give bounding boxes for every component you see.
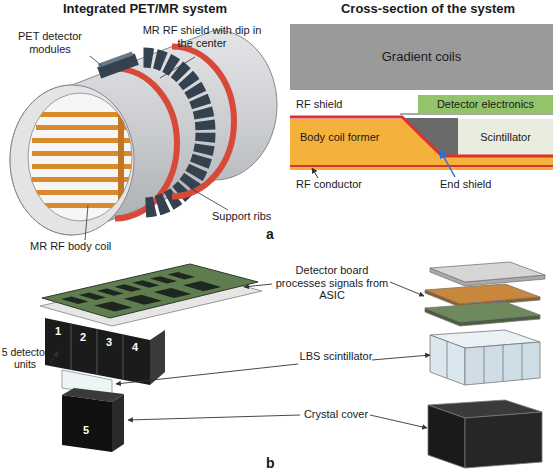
- panel-heading: Integrated PET/MR system: [30, 2, 260, 17]
- asic-board-edge: [425, 308, 540, 326]
- node-outline: [290, 119, 553, 169]
- callout-number: 5: [80, 424, 92, 437]
- node-text: Detector electronics: [437, 98, 534, 110]
- leader-line: [190, 188, 228, 210]
- coil-rung: [40, 203, 130, 208]
- chip: [132, 280, 159, 287]
- part-label: Support ribs: [212, 210, 292, 223]
- part-label: MR RF body coil: [30, 240, 150, 253]
- callout-number: 1: [52, 325, 64, 338]
- part-label: RF shield: [296, 98, 376, 111]
- rf-conductor-line: [290, 168, 553, 170]
- detector-ring: [144, 58, 206, 208]
- panel-heading: Cross-section of the system: [318, 2, 538, 17]
- cylinder-body: [10, 30, 277, 235]
- bore-inner: [28, 93, 132, 221]
- pointer-arrow: [440, 150, 455, 177]
- electronics-line: [400, 114, 553, 115]
- leader-lines: [85, 56, 228, 240]
- cover-front: [428, 405, 465, 468]
- pet-detector-module: [96, 51, 139, 79]
- panel-letter: b: [266, 455, 280, 471]
- leader-line: [85, 205, 88, 240]
- body-coil-rungs: [32, 90, 132, 230]
- part-label: End shield: [440, 178, 530, 191]
- electronics-band: Detector electronics: [418, 95, 553, 113]
- top-plate: [430, 262, 545, 282]
- unit-divider: [123, 334, 124, 380]
- rf-conductor-line: [290, 165, 553, 167]
- support-rib: [172, 47, 234, 197]
- callout-number: 2: [77, 331, 89, 344]
- crystal-grid: [522, 343, 523, 380]
- rf-shield-line: [290, 117, 553, 156]
- coil-rung: [32, 164, 132, 169]
- detector-units-side: [150, 330, 165, 385]
- coil-rung: [40, 112, 130, 117]
- unit-divider: [71, 323, 72, 370]
- part-label: RF conductor: [296, 178, 386, 191]
- crystal-cover-side: [112, 394, 124, 452]
- mr-scanner-cylinder: [10, 30, 277, 235]
- chip: [97, 288, 124, 295]
- coil-rung: [36, 190, 132, 195]
- detector-module-assembled: [40, 264, 262, 452]
- pointer-arrow: [390, 282, 424, 296]
- node-text: Body coil former: [300, 131, 379, 143]
- crystal-array-front: [430, 335, 465, 385]
- node-text: Gradient coils: [382, 50, 461, 64]
- pointer-arrow: [370, 415, 427, 428]
- pointer-arrow: [244, 284, 272, 287]
- scintillator-box: Scintillator: [458, 119, 553, 155]
- part-label: Crystal cover: [298, 408, 374, 421]
- coil-rung: [32, 138, 132, 143]
- chip: [124, 295, 162, 305]
- bore-opening: [10, 85, 134, 235]
- chip: [114, 284, 141, 291]
- pointer-arrow: [372, 355, 430, 360]
- detector-units-front: [45, 318, 150, 385]
- detector-module-exploded: [425, 262, 545, 468]
- coil-rung: [32, 151, 132, 156]
- leader-line: [160, 57, 195, 78]
- chip: [153, 288, 191, 298]
- crystal-cover-front: [62, 395, 112, 452]
- node-text: Scintillator: [480, 131, 531, 143]
- pointer-arrow: [116, 364, 298, 384]
- cover-side: [465, 412, 542, 468]
- part-label: PET detector modules: [6, 30, 94, 55]
- crystal-grid: [503, 345, 504, 381]
- panel-letter: a: [266, 226, 280, 242]
- part-label: Detector board processes signals from AS…: [270, 264, 394, 302]
- crystal-grid: [484, 346, 485, 383]
- crystal-array-side: [465, 342, 540, 385]
- board-chips: [61, 272, 226, 313]
- gradient-coil-band: Gradient coils: [290, 24, 553, 90]
- pointer-arrow: [128, 415, 300, 420]
- unit-divider: [97, 329, 98, 375]
- coil-rung: [36, 125, 132, 130]
- chip: [61, 297, 88, 304]
- module-top: [98, 51, 133, 67]
- callout-number: 3: [103, 336, 115, 349]
- chip: [79, 293, 106, 300]
- pointer-arrow: [50, 352, 58, 363]
- leader-line: [90, 56, 102, 66]
- pointer-arrow: [312, 168, 318, 178]
- part-label: LBS scintillator: [298, 350, 374, 363]
- detector-board: [42, 264, 258, 318]
- chip: [183, 281, 221, 291]
- crystal-grid: [447, 341, 448, 378]
- chip: [168, 272, 195, 279]
- coil-rung: [32, 177, 132, 182]
- coil-end-ring: [118, 90, 124, 230]
- part-label: 5 detector units: [0, 346, 50, 370]
- chip: [150, 276, 177, 283]
- part-label: MR RF shield with dip in the center: [138, 24, 266, 49]
- end-shield: [404, 118, 458, 155]
- chip: [94, 302, 132, 312]
- callout-number: 4: [129, 341, 141, 354]
